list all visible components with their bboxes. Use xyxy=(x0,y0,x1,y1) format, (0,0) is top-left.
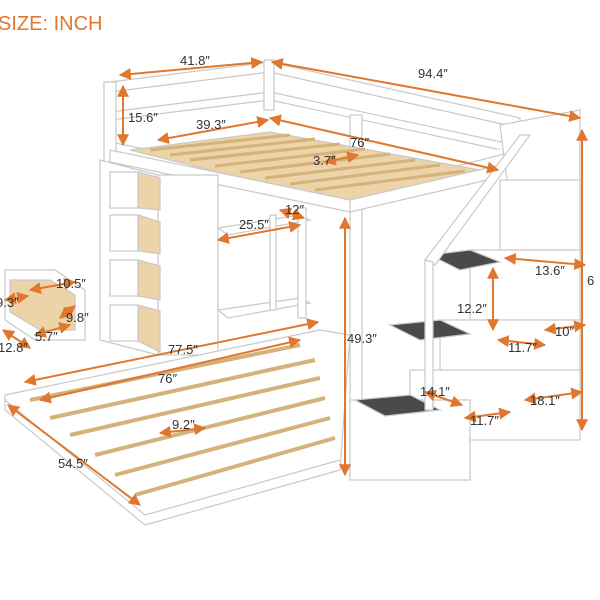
label-lower-width: 77.5″ xyxy=(168,342,198,357)
label-drawer-side: 5.7″ xyxy=(35,329,58,344)
label-step-width: 13.6″ xyxy=(535,263,565,278)
label-top-length: 94.4″ xyxy=(418,66,448,81)
dim-line-step-d xyxy=(463,407,512,423)
dimension-labels: 41.8″ 94.4″ 15.6″ 39.3″ 76″ 3.7″ 12″ 25.… xyxy=(0,53,594,471)
dim-line-drawer-width xyxy=(28,277,77,295)
dim-line-top-width xyxy=(118,57,264,80)
label-total-height: 6 xyxy=(587,273,594,288)
label-inner-width: 39.3″ xyxy=(196,117,226,132)
label-slat-gap-bottom: 9.2″ xyxy=(172,417,195,432)
label-lower-depth: 54.5″ xyxy=(58,456,88,471)
label-guardrail-height: 15.6″ xyxy=(128,110,158,125)
label-step-rise: 12.2″ xyxy=(457,301,487,316)
dim-line-step-depth-b xyxy=(543,320,587,335)
label-inner-length: 76″ xyxy=(350,135,369,150)
dim-line-step-e xyxy=(523,387,584,405)
dim-line-step-c xyxy=(423,389,464,408)
label-drawer-width: 10.5″ xyxy=(56,276,86,291)
label-top-width: 41.8″ xyxy=(180,53,210,68)
label-step-d: 11.7″ xyxy=(470,413,499,428)
label-lower-length: 76″ xyxy=(158,371,177,386)
dim-line-slat-gap-top xyxy=(323,151,360,166)
dim-line-step-width xyxy=(503,252,587,271)
dim-line-step-depth-a xyxy=(496,335,547,350)
label-drawer-len: 12.8″ xyxy=(0,340,28,355)
size-unit-title: SIZE: INCH xyxy=(0,13,102,35)
label-step-c: 14.1″ xyxy=(420,384,450,399)
label-clearance: 49.3″ xyxy=(347,331,377,346)
dim-line-drawer-depth xyxy=(59,305,76,319)
dim-line-inner-length xyxy=(268,114,500,174)
label-step-e: 18.1″ xyxy=(530,393,560,408)
dim-line-desk-depth xyxy=(278,207,306,221)
label-step-depth-a: 11.7″ xyxy=(508,340,537,355)
dim-line-lower-length xyxy=(38,336,302,404)
dim-line-desk-width xyxy=(216,221,302,244)
dim-line-drawer-left xyxy=(3,291,30,305)
dim-line-inner-width xyxy=(156,116,270,144)
label-step-depth-b: 10″ xyxy=(555,324,574,339)
label-slat-gap-top: 3.7″ xyxy=(313,153,336,168)
label-desk-width: 25.5″ xyxy=(239,217,269,232)
drawer-cabinet xyxy=(99,159,219,356)
dim-line-slat-gap-bottom xyxy=(158,423,207,438)
label-drawer-depth: 9.8″ xyxy=(66,310,89,325)
dimension-lines xyxy=(2,57,588,506)
label-desk-depth: 12″ xyxy=(285,202,304,217)
dim-line-lower-depth xyxy=(7,404,141,506)
dim-line-top-length xyxy=(270,58,582,122)
label-drawer-left: 9.3″ xyxy=(0,295,19,310)
